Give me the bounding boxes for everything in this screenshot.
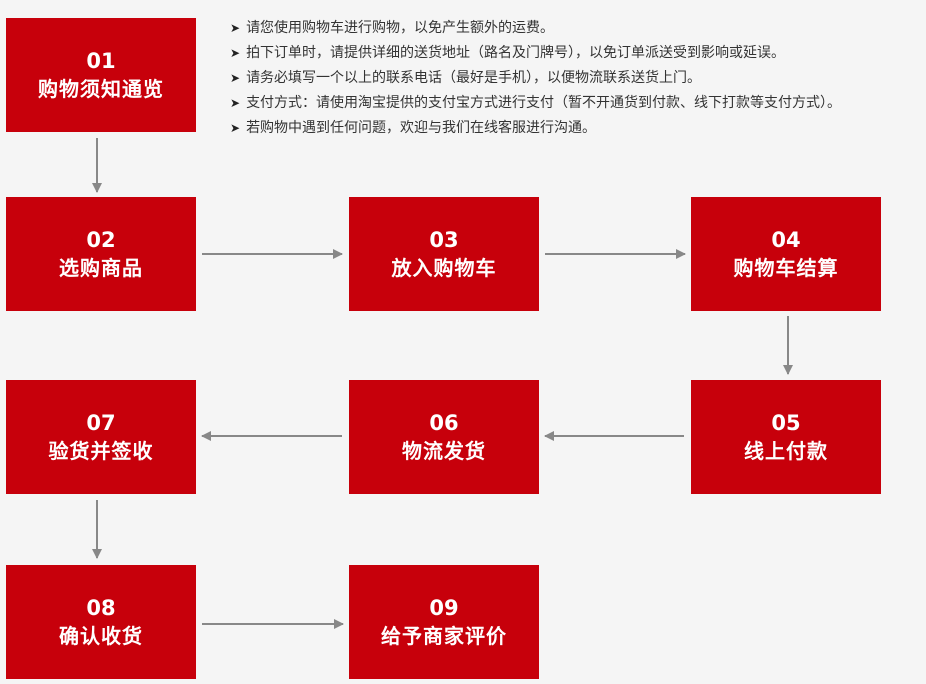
step-label: 放入购物车 — [391, 256, 497, 280]
arrow-bullet-icon: ➤ — [230, 21, 241, 35]
step-03-box: 03 放入购物车 — [349, 197, 539, 311]
step-label: 线上付款 — [744, 439, 828, 463]
step-06-box: 06 物流发货 — [349, 380, 539, 494]
note-text: 拍下订单时，请提供详细的送货地址（路名及门牌号），以免订单派送受到影响或延误。 — [246, 45, 786, 61]
step-label: 给予商家评价 — [381, 624, 507, 648]
note-text: 若购物中遇到任何问题，欢迎与我们在线客服进行沟通。 — [246, 120, 597, 136]
step-label: 选购商品 — [59, 256, 143, 280]
step-number: 03 — [429, 228, 459, 252]
step-number: 06 — [429, 411, 459, 435]
step-number: 08 — [86, 596, 116, 620]
note-item: ➤ 若购物中遇到任何问题，欢迎与我们在线客服进行沟通。 — [230, 116, 841, 141]
arrow-bullet-icon: ➤ — [230, 71, 241, 85]
note-item: ➤ 请务必填写一个以上的联系电话（最好是手机），以便物流联系送货上门。 — [230, 66, 841, 91]
shopping-notes-list: ➤ 请您使用购物车进行购物，以免产生额外的运费。 ➤ 拍下订单时，请提供详细的送货地… — [230, 16, 841, 141]
step-number: 07 — [86, 411, 116, 435]
step-05-box: 05 线上付款 — [691, 380, 881, 494]
note-item: ➤ 拍下订单时，请提供详细的送货地址（路名及门牌号），以免订单派送受到影响或延误。 — [230, 41, 841, 66]
step-08-box: 08 确认收货 — [6, 565, 196, 679]
note-text: 请务必填写一个以上的联系电话（最好是手机），以便物流联系送货上门。 — [246, 70, 702, 86]
step-label: 确认收货 — [59, 624, 143, 648]
note-item: ➤ 请您使用购物车进行购物，以免产生额外的运费。 — [230, 16, 841, 41]
step-09-box: 09 给予商家评价 — [349, 565, 539, 679]
step-label: 购物车结算 — [733, 256, 839, 280]
step-02-box: 02 选购商品 — [6, 197, 196, 311]
step-label: 验货并签收 — [48, 439, 154, 463]
step-number: 04 — [771, 228, 801, 252]
step-number: 02 — [86, 228, 116, 252]
note-text: 支付方式：请使用淘宝提供的支付宝方式进行支付（暂不开通货到付款、线下打款等支付方… — [246, 95, 842, 111]
step-label: 购物须知通览 — [38, 77, 164, 101]
note-item: ➤ 支付方式：请使用淘宝提供的支付宝方式进行支付（暂不开通货到付款、线下打款等支付… — [230, 91, 841, 116]
arrow-bullet-icon: ➤ — [230, 96, 241, 110]
step-number: 09 — [429, 596, 459, 620]
step-number: 05 — [771, 411, 801, 435]
arrow-bullet-icon: ➤ — [230, 121, 241, 135]
note-text: 请您使用购物车进行购物，以免产生额外的运费。 — [246, 20, 555, 36]
step-04-box: 04 购物车结算 — [691, 197, 881, 311]
step-label: 物流发货 — [402, 439, 486, 463]
step-01-box: 01 购物须知通览 — [6, 18, 196, 132]
step-number: 01 — [86, 49, 116, 73]
arrow-bullet-icon: ➤ — [230, 46, 241, 60]
step-07-box: 07 验货并签收 — [6, 380, 196, 494]
